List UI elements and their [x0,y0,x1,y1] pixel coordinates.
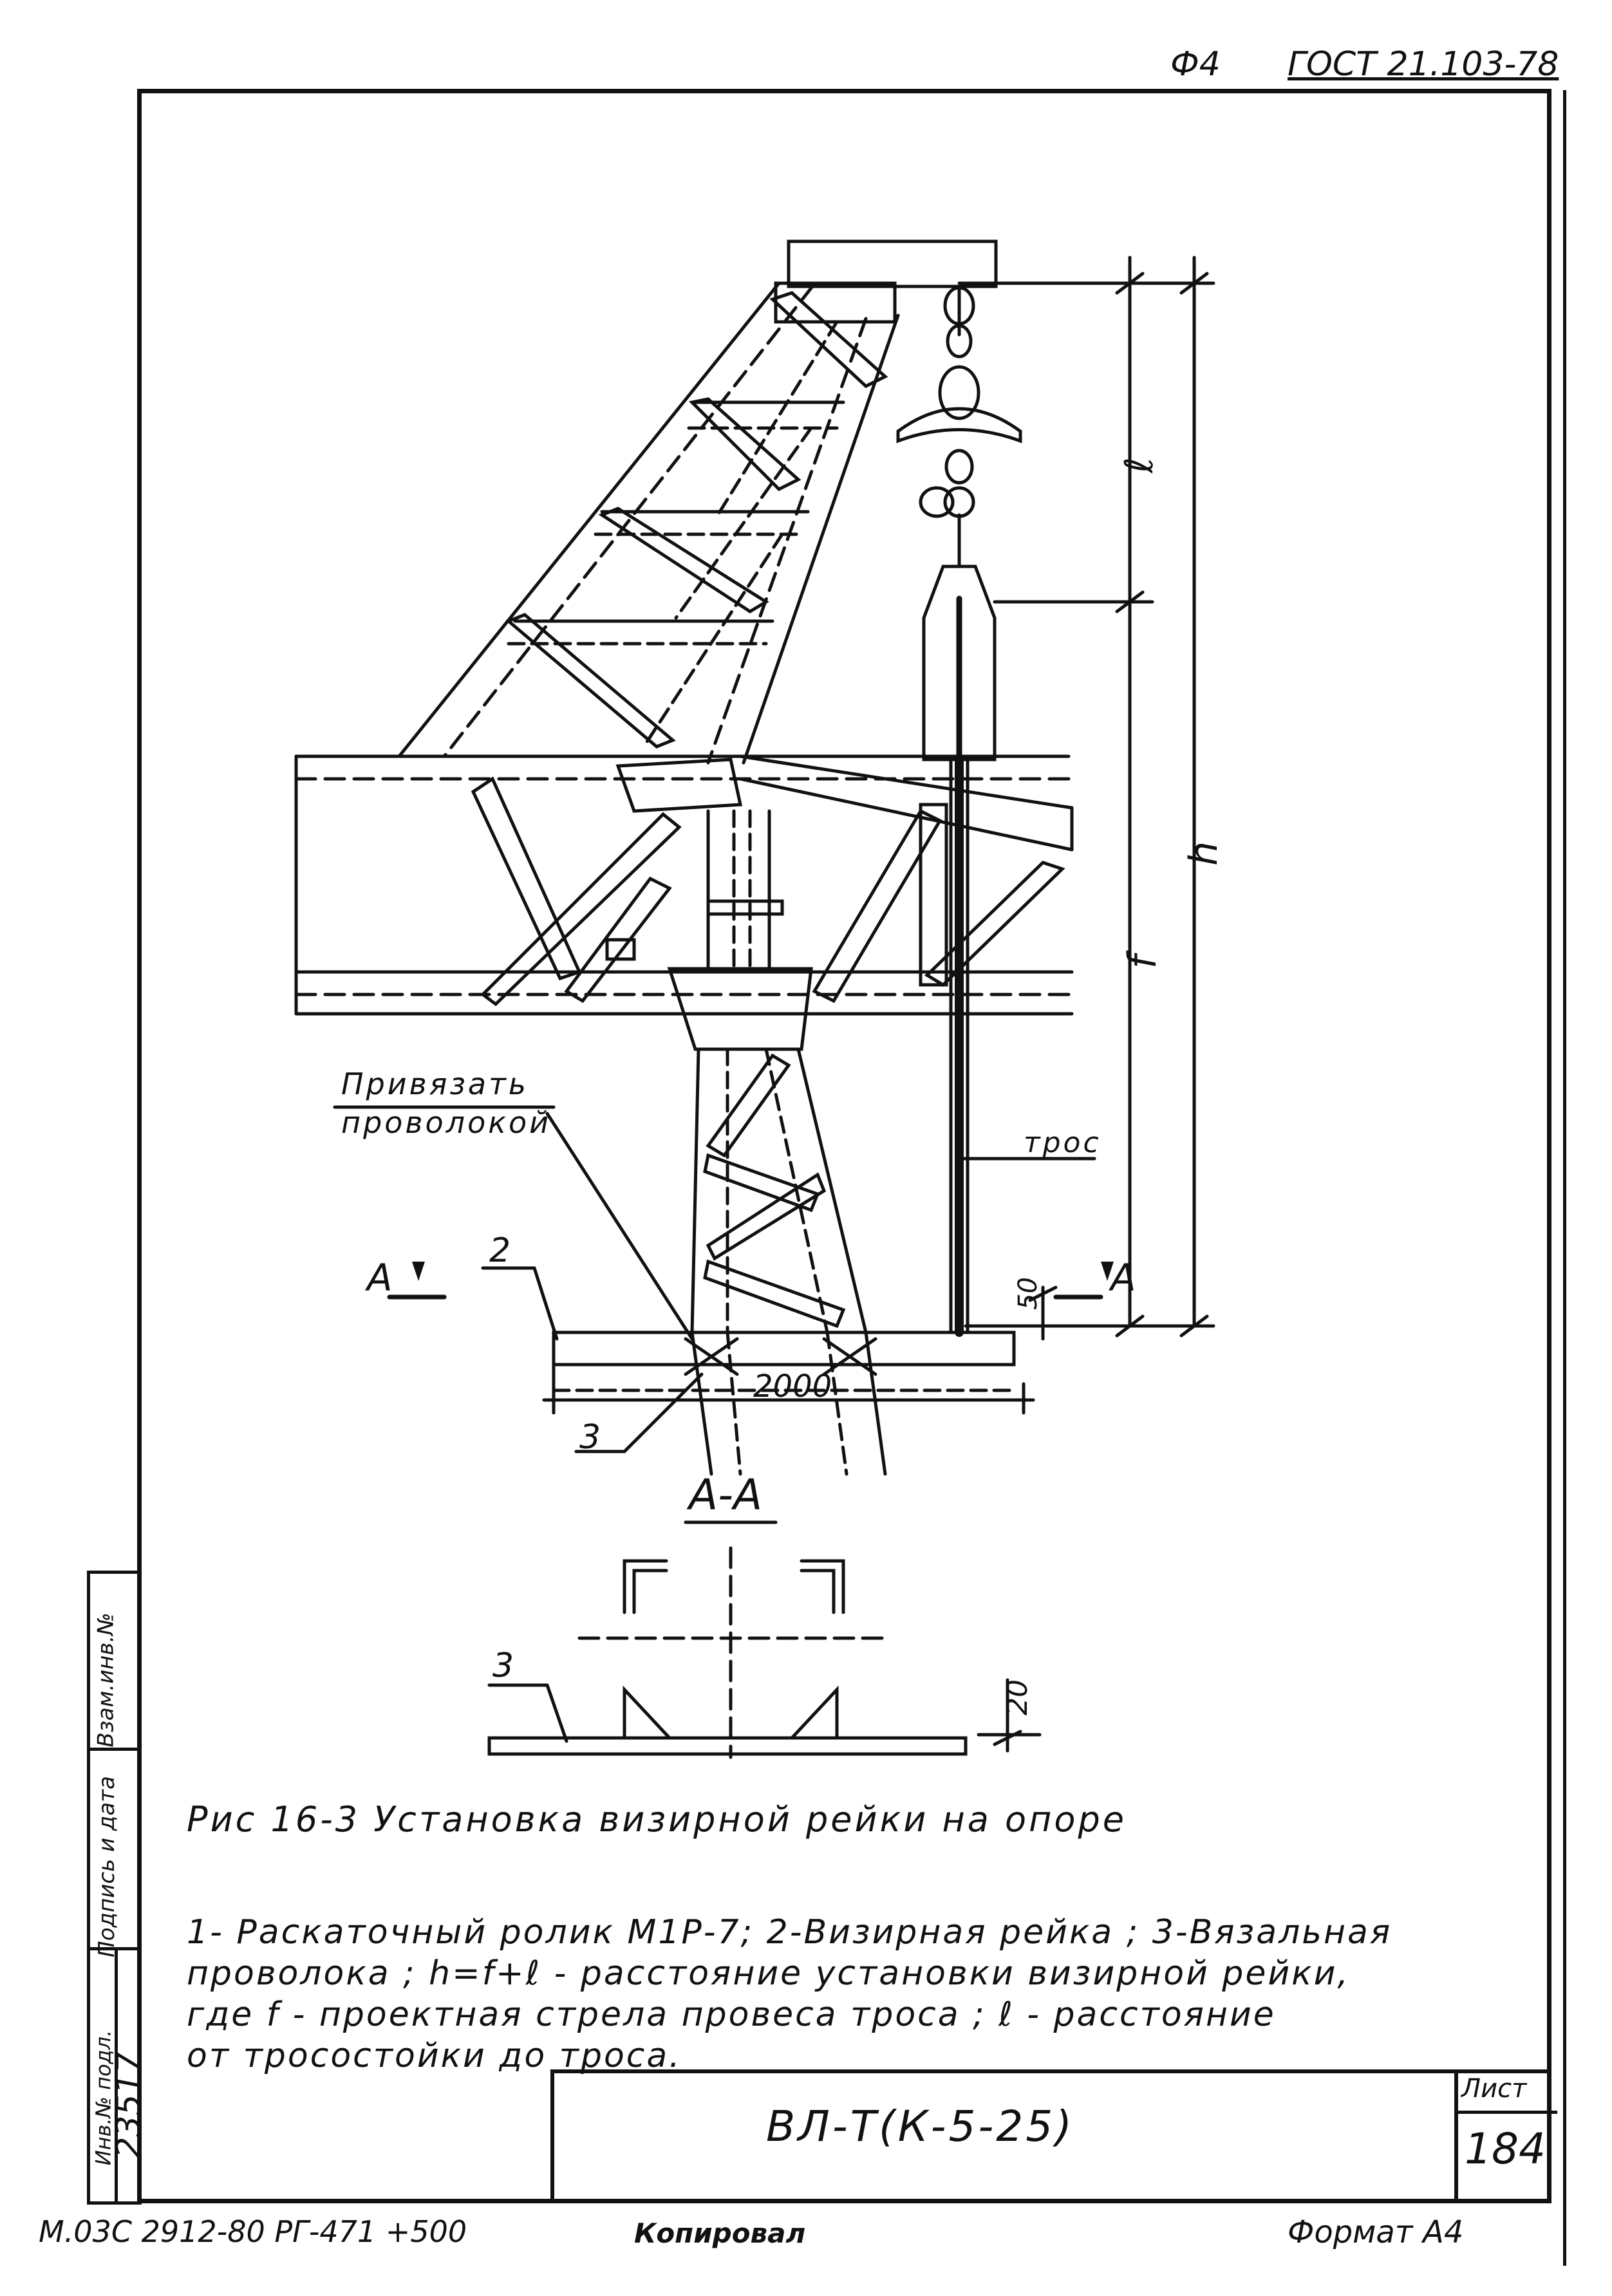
note-line: где f - проектная стрела провеса троса ;… [187,1995,1276,2034]
footer-order: М.03С 2912-80 РГ-471 +500 [39,2214,467,2249]
note-line: 1- Раскаточный ролик М1Р-7; 2-Визирная р… [187,1913,1392,1952]
sighting-rod [552,1330,1016,1367]
insulator-disc [896,407,1022,443]
note-line: от тросостойки до троса. [187,2037,682,2075]
footer-format: Формат А4 [1288,2214,1464,2250]
section-position-3: 3 [492,1647,514,1685]
sheet-code: Ф4 [1170,45,1221,84]
tower-top-cap [787,239,998,288]
note-line: проволока ; h=f+ℓ - расстояние установки… [187,1954,1350,1993]
lower-leg-left [690,1047,700,1334]
standard-code: ГОСТ 21.103-78 [1288,45,1559,84]
sheet-number: 184 [1465,2124,1546,2174]
position-3: 3 [579,1418,601,1457]
notes-block: 1- Раскаточный ролик М1Р-7; 2-Визирная р… [187,1912,1519,2077]
tower-top-bracket [774,281,897,324]
tower-outer-right-chord [742,313,900,765]
dim-50-label: 50 [1013,1277,1043,1310]
section-dim-20: 20 [1001,1679,1034,1715]
dim-f-label: f [1120,950,1165,969]
figure-caption: Рис 16-3 Установка визирной рейки на опо… [187,1799,1127,1840]
stamp-sign-date: Подпись и дата [93,1776,120,1957]
section-title: А-А [686,1470,762,1520]
title-block [550,2069,1557,2203]
footer-copied: Копировал [634,2217,806,2249]
callout-tie-line2: проволокой [341,1105,551,1140]
side-stamp [87,1571,142,2205]
position-2: 2 [489,1231,511,1270]
dim-h-label: h [1181,841,1226,866]
section-mark-left: А [364,1256,393,1300]
stamp-inv-value: 23517 [109,2051,149,2158]
stamp-replace-inv: Взам.инв.№ [93,1612,119,1748]
callout-tie-line1: Привязать [341,1067,529,1101]
cable-label: трос [1024,1126,1101,1159]
dim-l-label: ℓ [1117,457,1162,474]
section-mark-right: А [1108,1256,1136,1300]
dim-2000-label: 2000 [753,1368,832,1405]
frame-right-double [1563,90,1566,2266]
tower-outer-left-chord [397,281,781,758]
lower-leg-right [796,1047,868,1334]
sheet-label: Лист [1461,2074,1527,2104]
designation: ВЛ-Т(К-5-25) [766,2102,1074,2151]
section-rod [487,1736,968,1756]
